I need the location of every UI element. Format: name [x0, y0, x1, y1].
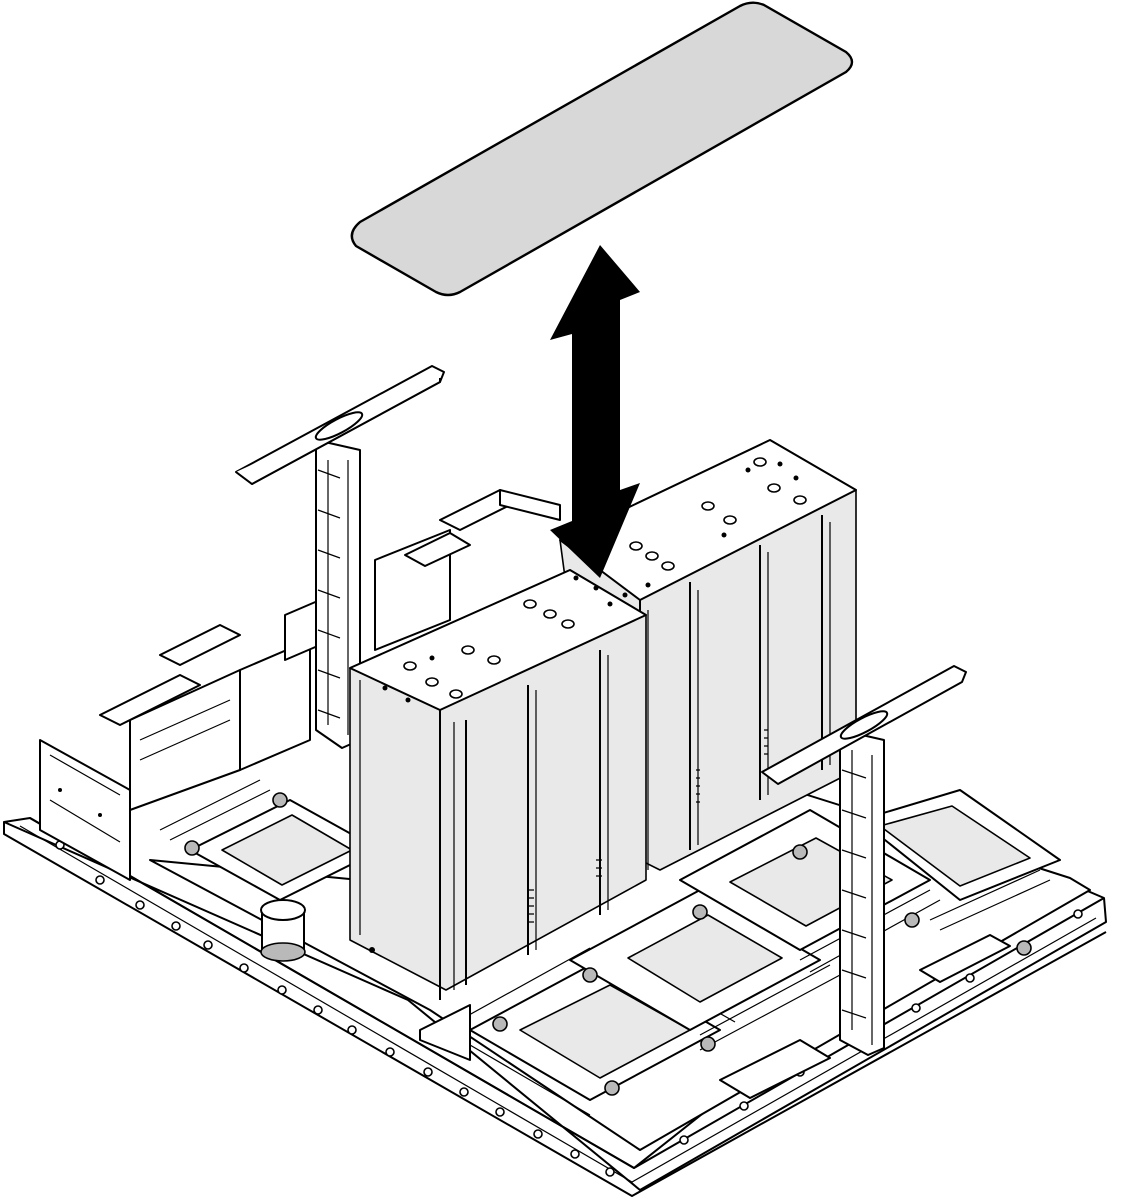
left-lift-handle [235, 365, 445, 749]
connector-cover-right [919, 934, 1011, 983]
standoff-post [260, 899, 306, 962]
connector-cover-front [719, 1039, 831, 1099]
right-lift-handle [761, 665, 967, 1056]
front-bracket [419, 1004, 471, 1061]
heatsink-front [349, 569, 647, 1000]
thermal-pad [350, 1, 854, 297]
double-headed-vertical-arrow-icon [550, 245, 640, 578]
io-cards [39, 489, 561, 881]
socket-latches [184, 792, 1032, 1096]
gpu-socket-far-right [859, 789, 1061, 931]
